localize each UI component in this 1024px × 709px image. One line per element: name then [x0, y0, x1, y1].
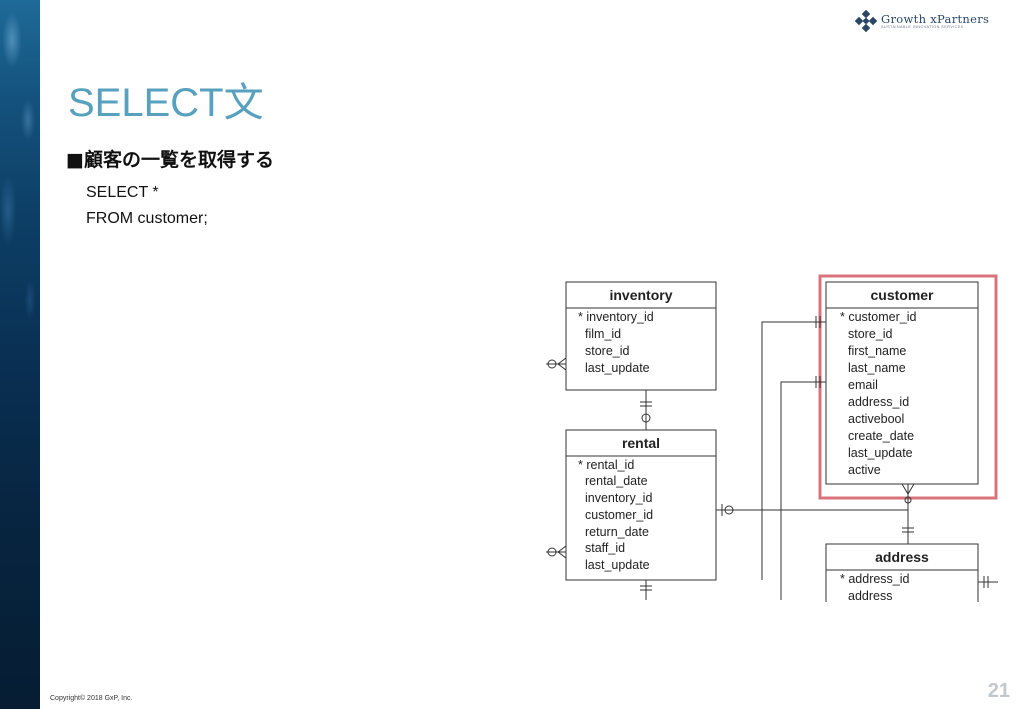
cardinality-mark — [640, 401, 652, 407]
table-address: address * address_id address — [825, 543, 979, 602]
logo-name: Growth xPartners — [881, 11, 990, 26]
table-column: film_id — [585, 327, 621, 341]
company-logo: Growth xPartners SUSTAINABLE INNOVATION … — [855, 10, 989, 32]
cardinality-mark — [902, 527, 914, 533]
optional-mark — [724, 505, 734, 515]
cardinality-mark — [815, 376, 821, 388]
table-column: return_date — [585, 525, 649, 539]
table-inventory: inventory * inventory_id film_id store_i… — [565, 281, 717, 391]
page-number: 21 — [987, 680, 1010, 702]
sql-line: SELECT * — [86, 184, 159, 201]
copyright-text: Copyright© 2018 GxP, Inc. — [50, 695, 133, 702]
optional-mark — [547, 359, 557, 369]
table-column: address — [848, 589, 892, 602]
slide-title: SELECT文 — [68, 81, 264, 125]
table-column: store_id — [585, 344, 630, 358]
crowfoot-mark — [901, 483, 915, 495]
table-column: address_id — [848, 395, 909, 409]
er-diagram: inventory * inventory_id film_id store_i… — [546, 274, 998, 602]
table-title: rental — [622, 435, 660, 451]
crowfoot-mark — [557, 357, 567, 371]
decorative-side-band — [0, 0, 40, 709]
table-column: * address_id — [840, 572, 910, 586]
optional-mark — [641, 413, 651, 423]
cardinality-mark — [815, 316, 821, 328]
table-title: address — [875, 549, 929, 565]
logo-tagline: SUSTAINABLE INNOVATION SERVICES — [881, 24, 964, 29]
table-column: create_date — [848, 429, 914, 443]
sql-code-block: SELECT * FROM customer; — [86, 180, 208, 232]
logo-mark-icon — [855, 10, 877, 32]
table-title: inventory — [609, 287, 672, 303]
table-title: customer — [870, 287, 934, 303]
table-column: last_name — [848, 361, 906, 375]
cardinality-mark — [983, 576, 989, 588]
table-column: customer_id — [585, 508, 653, 522]
table-column: last_update — [585, 361, 650, 375]
table-column: inventory_id — [585, 491, 652, 505]
table-column: staff_id — [585, 541, 625, 555]
table-column: last_update — [848, 446, 913, 460]
table-column: rental_date — [585, 474, 648, 488]
table-column: active — [848, 463, 881, 477]
table-rental: rental * rental_id rental_date inventory… — [565, 429, 717, 581]
table-column: * customer_id — [840, 310, 916, 324]
bullet-heading: ■顧客の一覧を取得する — [66, 149, 274, 171]
relation-inventory-customer — [761, 321, 826, 580]
optional-mark — [547, 547, 557, 557]
optional-mark — [904, 496, 912, 504]
table-customer: customer * customer_id store_id first_na… — [825, 281, 979, 485]
table-column: store_id — [848, 327, 893, 341]
table-column: * rental_id — [578, 458, 634, 472]
table-column: last_update — [585, 558, 650, 572]
cardinality-mark — [640, 585, 652, 591]
sql-line: FROM customer; — [86, 210, 208, 227]
relationship-lines — [546, 316, 998, 600]
table-column: first_name — [848, 344, 906, 358]
relation-rental-customer — [780, 381, 826, 600]
crowfoot-mark — [557, 545, 567, 559]
table-column: * inventory_id — [578, 310, 654, 324]
table-column: activebool — [848, 412, 904, 426]
table-column: email — [848, 378, 878, 392]
